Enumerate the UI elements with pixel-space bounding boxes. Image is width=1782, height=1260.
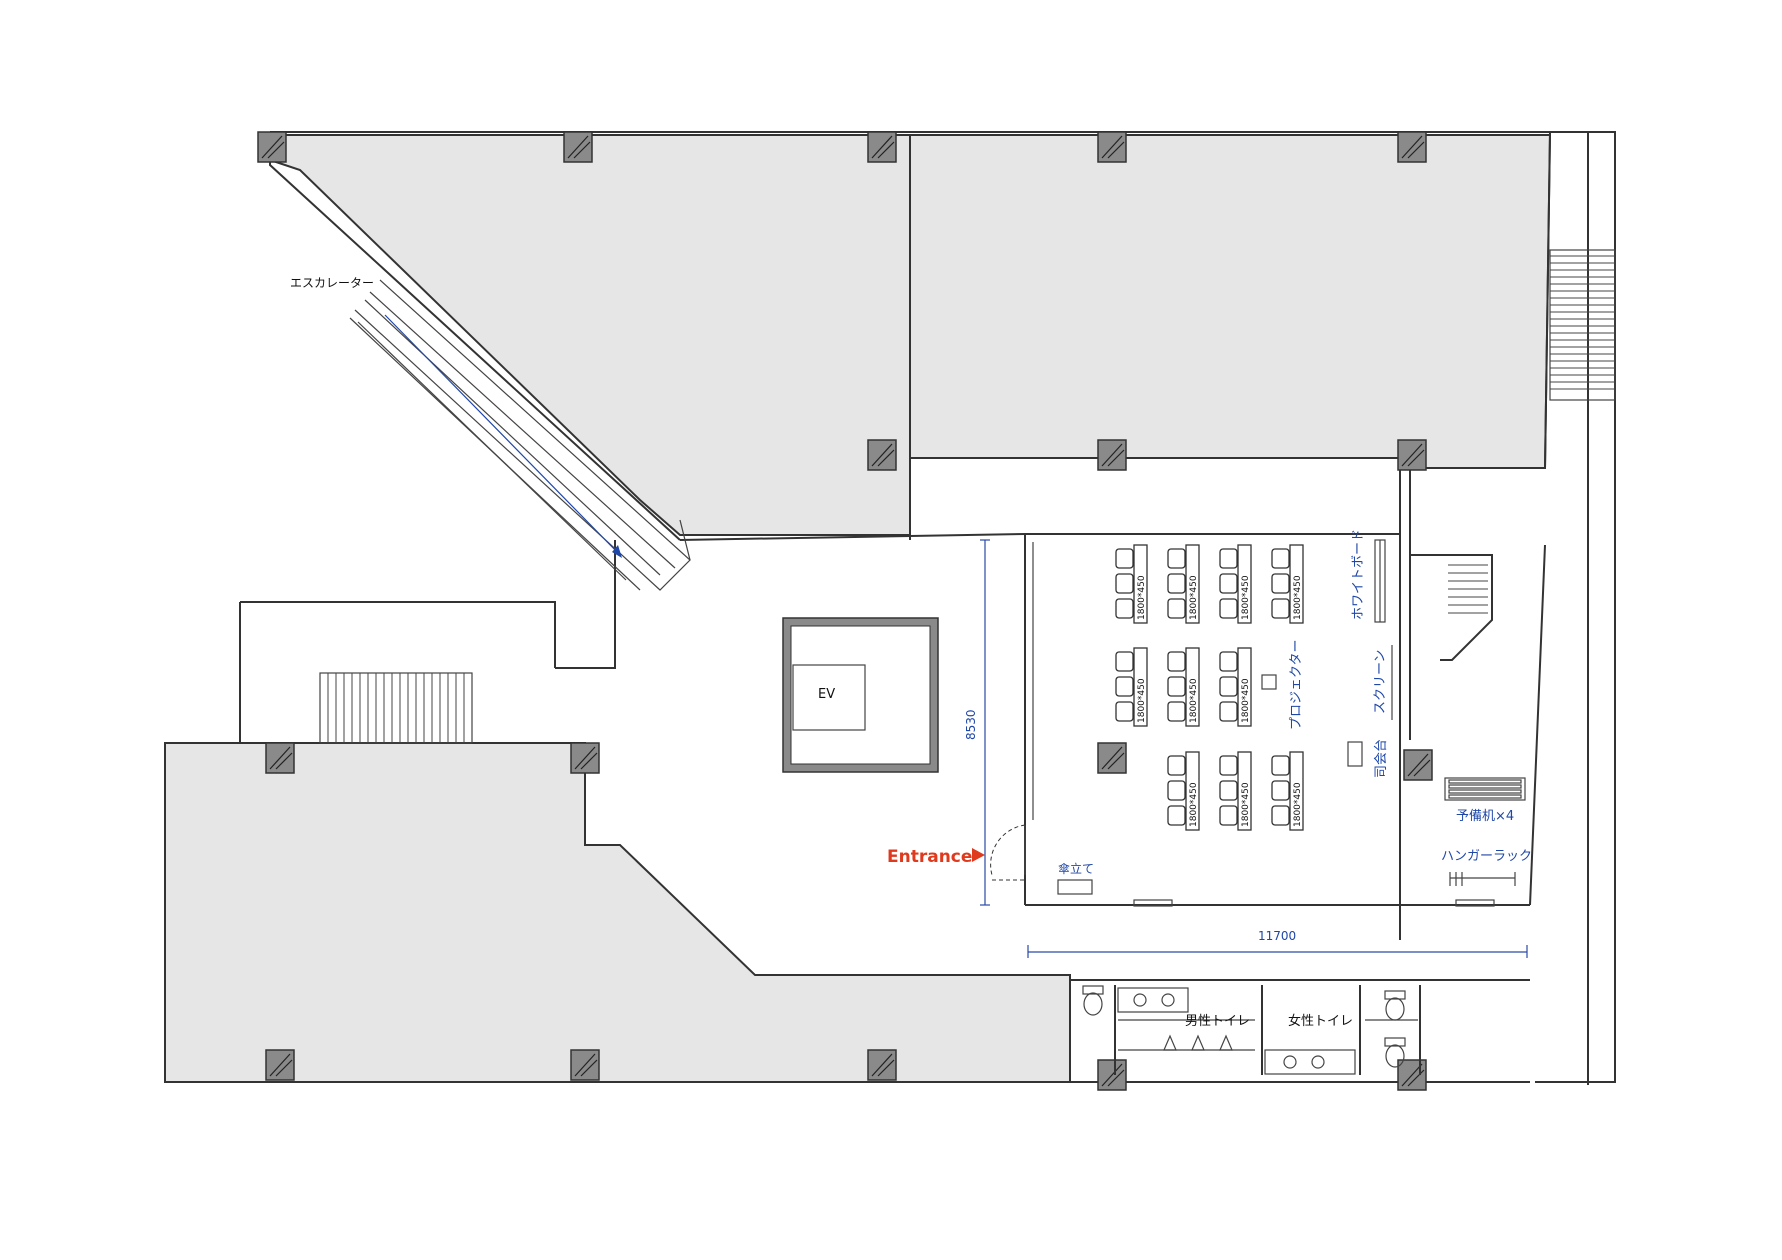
- desk-size-label: 1800*450: [1293, 575, 1303, 620]
- column-14: [570, 1049, 600, 1081]
- column-2: [563, 131, 593, 163]
- desk-row2-1: 1800*450: [1115, 647, 1148, 727]
- column-9: [265, 742, 295, 774]
- womens-toilet-label: 女性トイレ: [1288, 1013, 1353, 1029]
- desk-size-label: 1800*450: [1137, 575, 1147, 620]
- desk-size-label: 1800*450: [1189, 782, 1199, 827]
- desk-row1-1: 1800*450: [1115, 544, 1148, 624]
- sink-icon: [1311, 1055, 1325, 1069]
- podium-label: 司会台: [1374, 739, 1389, 778]
- whiteboard: [1374, 539, 1386, 623]
- west-staircase: [319, 672, 473, 744]
- width-dimension-label: 11700: [1258, 929, 1296, 943]
- dimension-depth: [980, 539, 990, 906]
- toilet-icon: [1082, 985, 1104, 1016]
- hanger-rack-label: ハンガーラック: [1441, 849, 1532, 864]
- hanger-rack: [1449, 872, 1516, 886]
- mens-toilet-label: 男性トイレ: [1185, 1014, 1250, 1029]
- entrance-arrow-icon: [972, 848, 985, 862]
- meeting-room: [1024, 533, 1546, 907]
- podium: [1347, 741, 1363, 767]
- projector-label: プロジェクター: [1289, 640, 1304, 730]
- urinal-icon: [1191, 1034, 1205, 1051]
- sink-icon: [1161, 993, 1175, 1007]
- outer-walls: [164, 131, 1616, 1085]
- toilet-icon: [1384, 1037, 1406, 1068]
- desk-row2-3: 1800*450: [1219, 647, 1252, 727]
- desk-row2-2: 1800*450: [1167, 647, 1200, 727]
- desk-row3-2: 1800*450: [1219, 751, 1252, 831]
- column-8: [1397, 439, 1427, 471]
- column-11: [1097, 742, 1127, 774]
- structural-columns: [257, 131, 1433, 1091]
- projector-icon: [1261, 674, 1277, 690]
- desk-size-label: 1800*450: [1189, 678, 1199, 723]
- column-6: [867, 439, 897, 471]
- column-16: [1097, 1059, 1127, 1091]
- column-1: [257, 131, 287, 163]
- desk-size-label: 1800*450: [1293, 782, 1303, 827]
- sink-icon: [1133, 993, 1147, 1007]
- east-staircase: [1410, 554, 1526, 801]
- desk-size-label: 1800*450: [1137, 678, 1147, 723]
- entrance-door: [990, 824, 1026, 881]
- desk-size-label: 1800*450: [1189, 575, 1199, 620]
- screen-label: スクリーン: [1373, 650, 1388, 714]
- desk-row1-3: 1800*450: [1219, 544, 1252, 624]
- spare-desks-label: 予備机×4: [1456, 808, 1514, 824]
- desk-row1-2: 1800*450: [1167, 544, 1200, 624]
- column-5: [1397, 131, 1427, 163]
- escalator: [349, 279, 691, 591]
- elevator-core: [782, 617, 939, 773]
- exterior-stair: [1549, 249, 1616, 401]
- ev-label: EV: [818, 687, 835, 702]
- column-17: [1397, 1059, 1427, 1091]
- void-areas: [164, 134, 1552, 1083]
- sink-icon: [1283, 1055, 1297, 1069]
- spare-desks: [1448, 779, 1522, 799]
- void-north-east: [909, 134, 1552, 469]
- toilet-block: [1069, 979, 1530, 1075]
- desk-row3-3: 1800*450: [1271, 751, 1304, 831]
- column-13: [265, 1049, 295, 1081]
- umbrella-stand-label: 傘立て: [1058, 861, 1094, 876]
- void-south-west: [164, 742, 1071, 1083]
- column-3: [867, 131, 897, 163]
- toilet-fixtures: [1082, 985, 1406, 1069]
- toilet-icon: [1384, 990, 1406, 1021]
- umbrella-stand: [1057, 879, 1093, 895]
- dimension-width: [1027, 945, 1528, 958]
- escalator-label: エスカレーター: [290, 276, 374, 290]
- void-north-west: [269, 134, 911, 536]
- depth-dimension-label: 8530: [964, 709, 978, 740]
- entrance-label: Entrance: [887, 847, 972, 867]
- desk-size-label: 1800*450: [1241, 782, 1251, 827]
- desk-size-label: 1800*450: [1241, 575, 1251, 620]
- column-12: [1403, 749, 1433, 781]
- urinal-icon: [1219, 1034, 1233, 1051]
- column-10: [570, 742, 600, 774]
- desk-size-label: 1800*450: [1241, 678, 1251, 723]
- column-15: [867, 1049, 897, 1081]
- desk-row1-4: 1800*450: [1271, 544, 1304, 624]
- urinal-icon: [1163, 1034, 1177, 1051]
- desk-row3-1: 1800*450: [1167, 751, 1200, 831]
- column-4: [1097, 131, 1127, 163]
- desk-layout: 1800*450 1800*450 1800*450 1800*450 1800*450…: [1115, 544, 1304, 831]
- whiteboard-label: ホワイトボード: [1351, 529, 1366, 620]
- column-7: [1097, 439, 1127, 471]
